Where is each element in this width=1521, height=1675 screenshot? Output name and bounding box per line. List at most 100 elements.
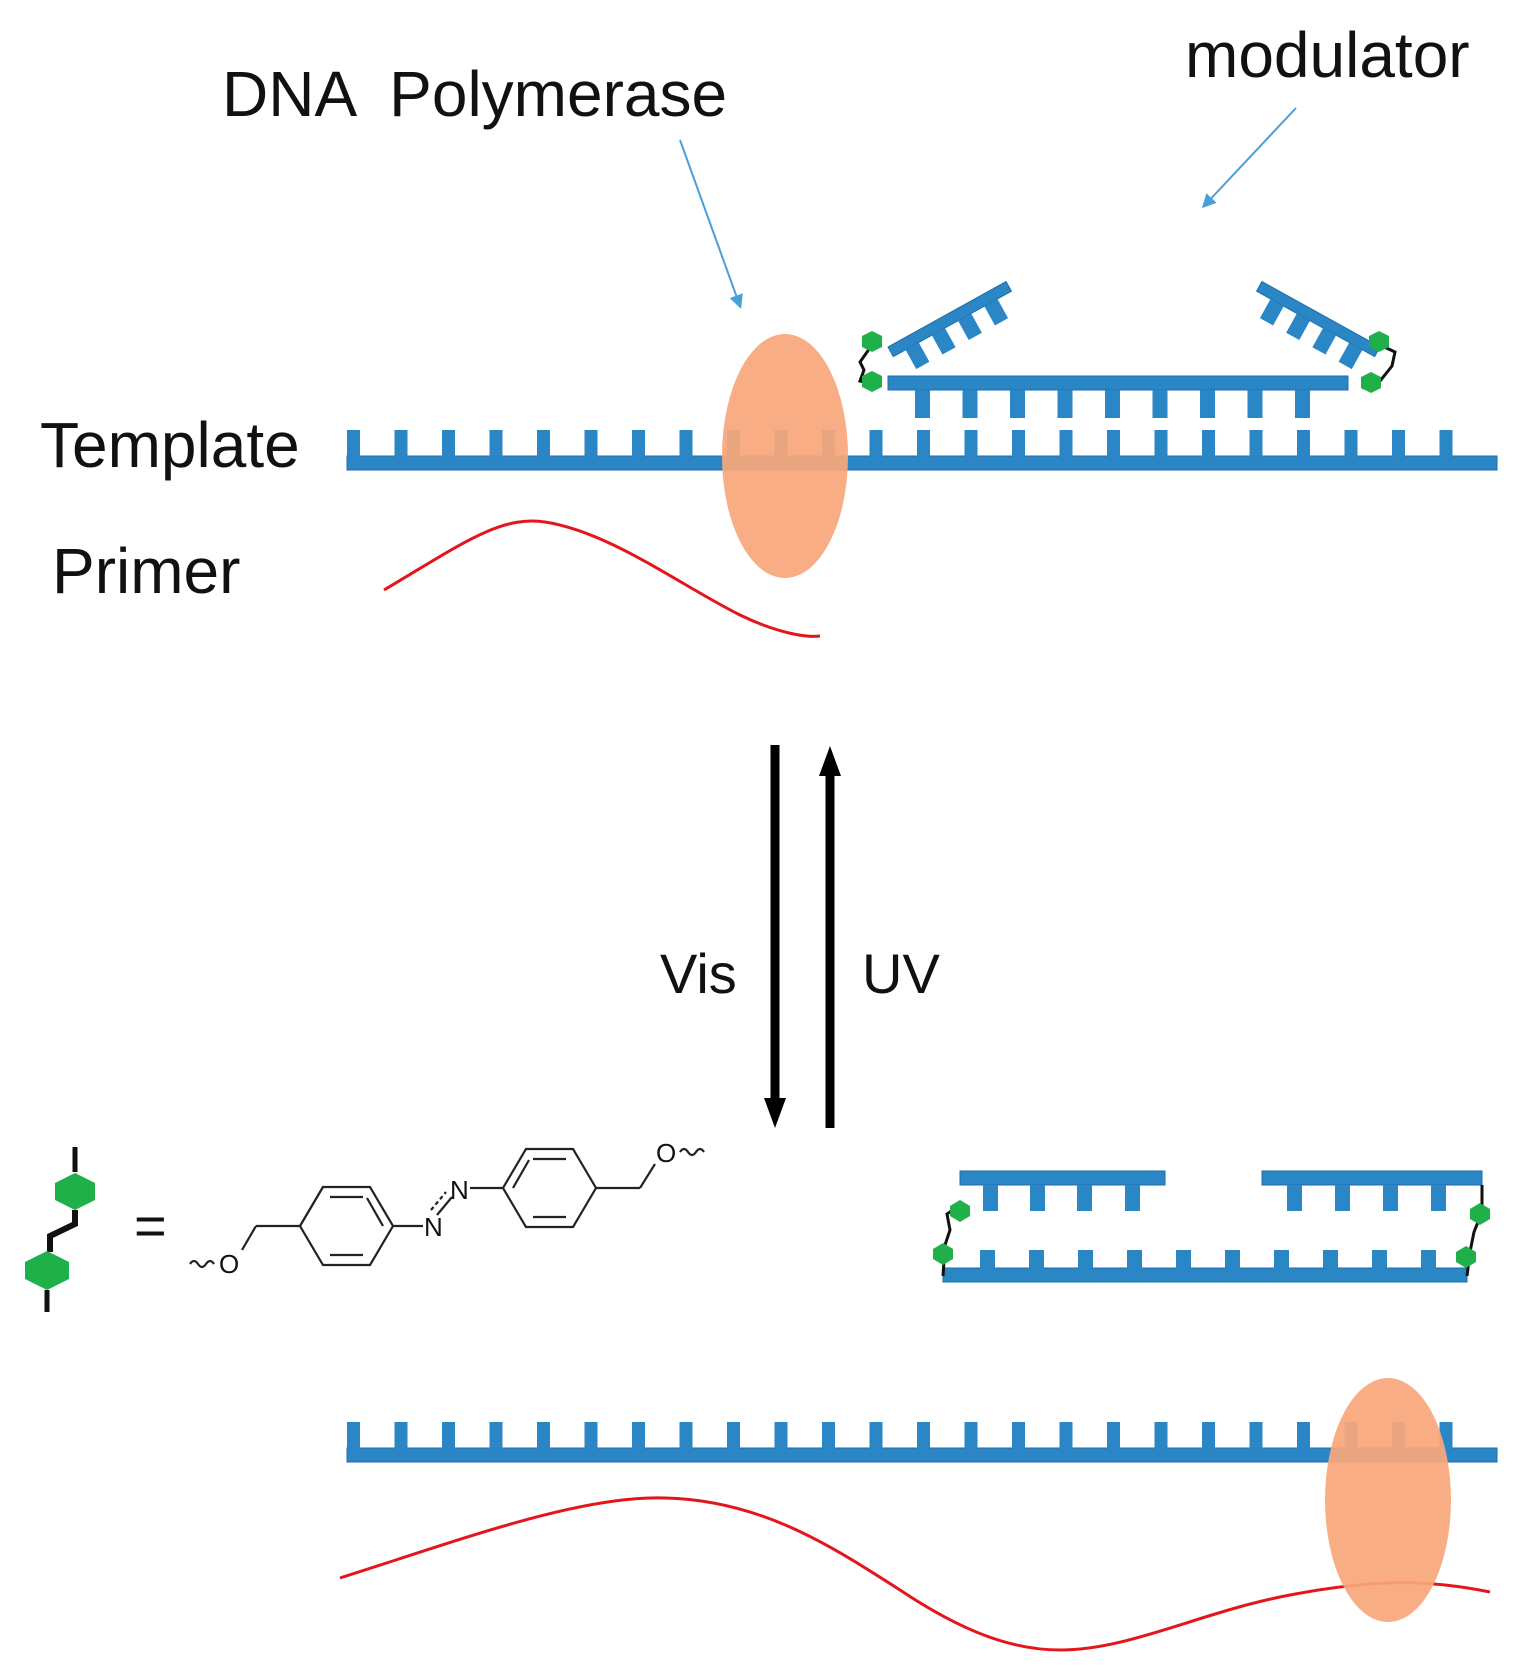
- modulator-base: [1295, 390, 1310, 418]
- template-base: [632, 1422, 645, 1450]
- modulator-closed: [933, 1170, 1490, 1283]
- template-base: [632, 430, 645, 458]
- dna-polymerase-top: [722, 334, 848, 578]
- template-base: [489, 1422, 503, 1450]
- template-base: [1297, 430, 1310, 458]
- azobenzene-marker-icon: [1361, 372, 1381, 393]
- modulator-base: [1029, 1250, 1044, 1270]
- modulator-base: [1057, 390, 1073, 418]
- template-base: [679, 430, 693, 458]
- template-base: [1392, 430, 1405, 458]
- template-base: [869, 430, 883, 458]
- modulator-base: [1200, 390, 1215, 418]
- uv-arrow-up: [819, 746, 841, 1128]
- template-base: [1059, 1422, 1073, 1450]
- template-base: [1154, 430, 1168, 458]
- modulator-base: [1431, 1185, 1446, 1211]
- equals-sign: =: [134, 1194, 167, 1257]
- template-base: [1012, 1422, 1025, 1450]
- template-base: [1439, 430, 1453, 458]
- template-base: [1012, 430, 1025, 458]
- modulator-base: [1125, 1185, 1140, 1211]
- azobenzene-marker-icon: [933, 1243, 953, 1265]
- template-base: [1344, 430, 1358, 458]
- template-base: [1202, 1422, 1215, 1450]
- template-base: [679, 1422, 693, 1450]
- primer-strand-bottom: [339, 1496, 1491, 1652]
- template-label: Template: [40, 409, 300, 481]
- modulator-base: [1323, 1250, 1338, 1270]
- template-base: [822, 1422, 835, 1450]
- modulator-base: [1176, 1250, 1191, 1270]
- template-base: [394, 430, 408, 458]
- template-base: [489, 430, 503, 458]
- template-base: [1202, 430, 1215, 458]
- polymerase-callout-arrow: [679, 139, 743, 309]
- template-base: [442, 1422, 455, 1450]
- modulator-top: [858, 280, 1397, 418]
- azobenzene-marker-icon: [1456, 1246, 1476, 1268]
- template-base: [394, 1422, 408, 1450]
- template-base: [1249, 1422, 1263, 1450]
- template-base: [1297, 1422, 1310, 1450]
- template-base: [1249, 430, 1263, 458]
- template-base: [774, 1422, 788, 1450]
- modulator-base: [1383, 1185, 1398, 1211]
- modulator-base: [983, 1185, 998, 1211]
- modulator-base: [1225, 1250, 1240, 1270]
- azobenzene-marker-icon: [862, 371, 882, 392]
- vis-label: Vis: [660, 942, 737, 1005]
- oxygen-right: O: [656, 1138, 676, 1168]
- modulator-base: [1335, 1185, 1350, 1211]
- modulator-base: [980, 1250, 995, 1270]
- template-base: [537, 1422, 550, 1450]
- modulator-base: [1372, 1250, 1387, 1270]
- modulator-base: [1247, 390, 1263, 418]
- azobenzene-marker-icon: [1369, 331, 1389, 352]
- modulator-base: [1078, 1250, 1093, 1270]
- template-backbone: [346, 1447, 1498, 1463]
- modulator-base: [1030, 1185, 1045, 1211]
- modulator-callout-arrow: [1201, 107, 1297, 209]
- primer-label: Primer: [52, 535, 240, 607]
- template-base: [347, 430, 360, 458]
- azobenzene-structure: [189, 1147, 705, 1269]
- template-base: [917, 1422, 930, 1450]
- template-strand-bottom: [346, 1422, 1498, 1463]
- modulator-base: [962, 390, 978, 418]
- template-base: [584, 1422, 598, 1450]
- uv-label: UV: [862, 942, 940, 1005]
- template-base: [1059, 430, 1073, 458]
- azobenzene-marker-icon: [1470, 1203, 1490, 1225]
- modulator-base: [1274, 1250, 1289, 1270]
- template-strand-top: [346, 430, 1498, 471]
- template-base: [1107, 1422, 1120, 1450]
- dna-polymerase-label: DNA Polymerase: [222, 58, 727, 130]
- modulator-base: [1287, 1185, 1302, 1211]
- azobenzene-linker-icon: [25, 1147, 95, 1312]
- template-base: [1107, 430, 1120, 458]
- template-base: [917, 430, 930, 458]
- modulator-base: [1010, 390, 1025, 418]
- template-base: [537, 430, 550, 458]
- nitrogen-top: N: [450, 1175, 469, 1205]
- template-base: [584, 430, 598, 458]
- dna-polymerase-bottom: [1325, 1378, 1451, 1622]
- azobenzene-marker-icon: [862, 331, 882, 352]
- template-base: [964, 1422, 978, 1450]
- modulator-base: [1077, 1185, 1092, 1211]
- template-backbone: [346, 455, 1498, 471]
- nitrogen-bottom: N: [424, 1212, 443, 1242]
- modulator-base: [1105, 390, 1120, 418]
- template-base: [869, 1422, 883, 1450]
- modulator-label: modulator: [1185, 19, 1470, 91]
- modulator-base: [1127, 1250, 1142, 1270]
- modulator-base: [1421, 1250, 1436, 1270]
- template-base: [727, 1422, 740, 1450]
- template-base: [1154, 1422, 1168, 1450]
- azobenzene-marker-icon: [950, 1200, 970, 1222]
- template-base: [964, 430, 978, 458]
- template-base: [347, 1422, 360, 1450]
